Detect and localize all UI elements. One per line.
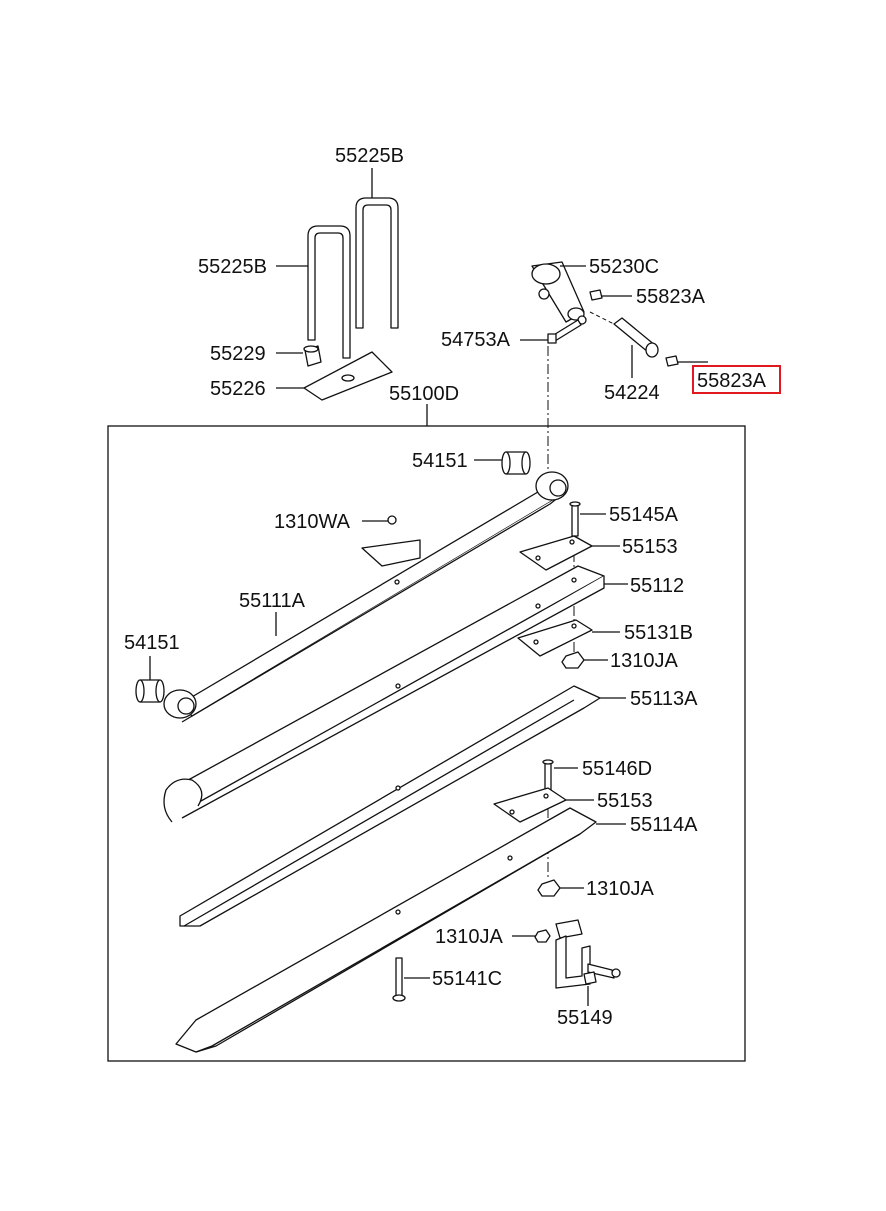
spacer-part (303, 345, 322, 367)
grease-nipple-lower (665, 355, 679, 367)
nut-b (537, 879, 561, 897)
label-55153-a[interactable]: 55153 (622, 536, 678, 558)
bushing-top (501, 451, 531, 475)
bolt-55145A (569, 501, 581, 537)
label-55229[interactable]: 55229 (210, 343, 266, 365)
main-leaf (163, 471, 569, 723)
nut-c (534, 929, 551, 943)
shackle-bracket (531, 261, 587, 325)
bolt-54753A (547, 319, 582, 344)
label-55153-b[interactable]: 55153 (597, 790, 653, 812)
bolt-55146D (542, 759, 554, 793)
clamp-plate-upper (519, 535, 593, 571)
label-55225B-top[interactable]: 55225B (335, 145, 404, 167)
label-1310JA-c[interactable]: 1310JA (435, 926, 503, 948)
label-55823A-upper[interactable]: 55823A (636, 286, 706, 308)
label-55146D[interactable]: 55146D (582, 758, 652, 780)
u-bolt-front (307, 225, 351, 359)
label-54224[interactable]: 54224 (604, 382, 660, 404)
bushing-left (135, 679, 165, 703)
label-55111A[interactable]: 55111A (239, 590, 306, 612)
label-55226[interactable]: 55226 (210, 378, 266, 400)
label-1310JA-b[interactable]: 1310JA (586, 878, 654, 900)
bolt-55141C (392, 957, 406, 1002)
label-54151-top[interactable]: 54151 (412, 450, 468, 472)
rebound-clip (555, 919, 621, 989)
label-55141C[interactable]: 55141C (432, 968, 502, 990)
spring-plate (303, 351, 393, 401)
clamp-plate-lower (517, 619, 593, 657)
label-55145A[interactable]: 55145A (609, 504, 679, 526)
highlight-box (692, 365, 781, 394)
washer-1310WA (387, 515, 397, 525)
fourth-leaf (175, 807, 597, 1053)
second-leaf (163, 565, 605, 823)
label-55112[interactable]: 55112 (630, 575, 684, 597)
pad-plate (361, 539, 421, 567)
label-55100D[interactable]: 55100D (389, 383, 459, 405)
label-55113A[interactable]: 55113A (630, 688, 698, 710)
grease-nipple-upper (589, 289, 603, 301)
label-54151-left[interactable]: 54151 (124, 632, 180, 654)
label-1310WA[interactable]: 1310WA (274, 511, 351, 533)
label-55230C[interactable]: 55230C (589, 256, 659, 278)
nut-a (561, 651, 585, 669)
label-55114A[interactable]: 55114A (630, 814, 698, 836)
label-55823A-highlighted[interactable]: 55823A (697, 370, 767, 392)
label-55131B[interactable]: 55131B (624, 622, 693, 644)
third-leaf (179, 685, 601, 927)
label-1310JA-a[interactable]: 1310JA (610, 650, 678, 672)
u-bolt-rear (355, 197, 399, 329)
label-55225B-left[interactable]: 55225B (198, 256, 267, 278)
label-55149[interactable]: 55149 (557, 1007, 613, 1029)
shackle-pin (589, 311, 659, 358)
label-54753A[interactable]: 54753A (441, 329, 511, 351)
